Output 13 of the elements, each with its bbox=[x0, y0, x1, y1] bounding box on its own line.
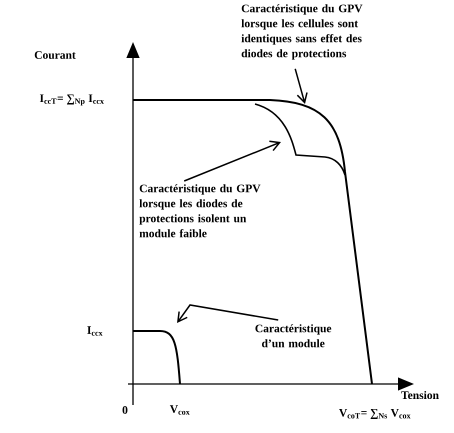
axis-label: Courant bbox=[34, 51, 76, 59]
callout-text: Caractéristique du GPV lorsque les cellules sont identiques sans effet des diodes de protections bbox=[241, 4, 362, 60]
axis-label: V$_{coT}$= ∑$_{Ns}$ V$_{cox}$ bbox=[339, 409, 411, 419]
curve-drawing bbox=[133, 99, 373, 384]
leader-line bbox=[177, 304, 278, 323]
axis-label: Tension bbox=[401, 390, 439, 400]
axis-label: I$_{ccx}$ bbox=[87, 326, 103, 336]
axis-label: 0 bbox=[122, 406, 128, 414]
leader-line bbox=[184, 140, 281, 182]
axis-label: V$_{cox}$ bbox=[170, 405, 190, 415]
leader-line bbox=[294, 68, 308, 104]
axis-label: I$_{ccT}$= ∑$_{Np}$ I$_{ccx}$ bbox=[40, 94, 104, 106]
curve-drawing bbox=[254, 103, 346, 176]
